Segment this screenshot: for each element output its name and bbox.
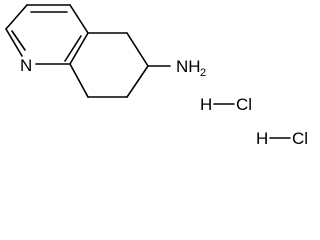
ring-nitrogen-label: N xyxy=(20,56,32,75)
hcl-salt-1: H Cl xyxy=(200,95,252,114)
bond-n1-c2 xyxy=(5,28,23,57)
amine-subscript: 2 xyxy=(200,67,206,79)
hcl-2-chlorine: Cl xyxy=(292,129,308,148)
bond-c6-c7 xyxy=(126,65,149,98)
hcl-1-hydrogen: H xyxy=(200,95,212,114)
bond-c4a-c8a xyxy=(69,32,89,65)
bond-c4a-c8a-double xyxy=(64,35,82,62)
bond-c4-c4a xyxy=(69,4,89,34)
hcl-2-hydrogen: H xyxy=(256,129,268,148)
bond-c2-c3 xyxy=(5,4,28,30)
hcl-salt-2: H Cl xyxy=(256,129,308,148)
structure-diagram: N NH 2 H Cl H Cl xyxy=(5,4,308,148)
amine-label: NH xyxy=(176,57,201,76)
bicyclic-ring-system xyxy=(5,4,171,98)
hcl-1-chlorine: Cl xyxy=(236,95,252,114)
bond-c5-c6 xyxy=(126,32,149,67)
bond-n1-c2-double xyxy=(11,30,26,51)
bond-c8-c8a xyxy=(69,63,89,98)
